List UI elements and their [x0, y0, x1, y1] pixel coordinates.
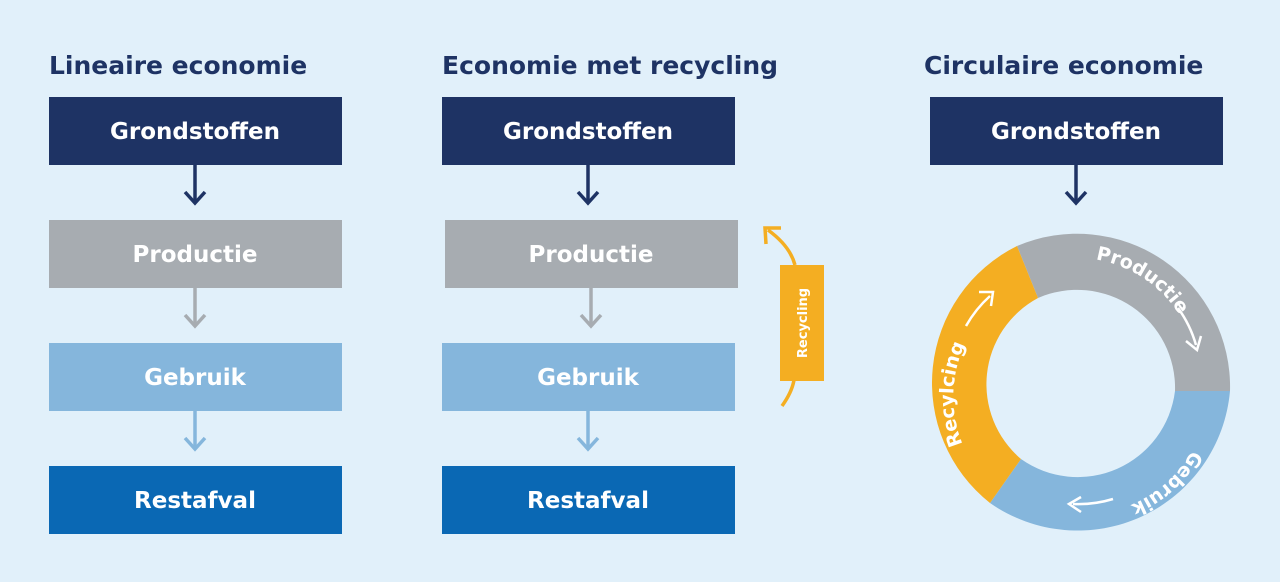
curved-arrow-icon	[1176, 307, 1203, 353]
gebruik-box	[442, 343, 735, 411]
grondstoffen-box	[930, 97, 1223, 165]
curved-arrow-icon	[1066, 495, 1114, 514]
productie-label: Productie	[529, 242, 654, 268]
grondstoffen-label: Grondstoffen	[991, 119, 1161, 145]
recycling-loop-label: Recycling	[796, 288, 811, 358]
recycling-loop: Recycling	[763, 226, 824, 408]
circular-ring: Productie Gebruik Recylcing	[931, 233, 1231, 531]
recycling-step-grondstoffen: Grondstoffen	[442, 97, 735, 165]
gebruik-label: Gebruik	[537, 365, 640, 391]
restafval-box	[49, 466, 342, 534]
arrow-down-icon	[1064, 165, 1088, 206]
productie-box	[49, 220, 342, 288]
restafval-box	[442, 466, 735, 534]
gebruik-box	[49, 343, 342, 411]
restafval-label: Restafval	[134, 488, 256, 514]
recycling-step-gebruik: Gebruik	[442, 343, 735, 411]
arrow-down-icon	[576, 165, 600, 206]
linear-step-restafval: Restafval	[49, 466, 342, 534]
arrow-down-icon	[576, 411, 600, 452]
grondstoffen-label: Grondstoffen	[110, 119, 280, 145]
recycling-economy-title: Economie met recycling	[442, 51, 778, 80]
linear-economy-title: Lineaire economie	[49, 51, 307, 80]
recycling-step-productie: Productie	[445, 220, 738, 288]
recycling-step-restafval: Restafval	[442, 466, 735, 534]
linear-step-gebruik: Gebruik	[49, 343, 342, 411]
linear-economy-column: Lineaire economie Grondstoffen Productie…	[49, 51, 342, 534]
linear-step-grondstoffen: Grondstoffen	[49, 97, 342, 165]
arrow-down-icon	[579, 288, 603, 329]
circular-step-grondstoffen: Grondstoffen	[930, 97, 1223, 165]
arrow-down-icon	[183, 165, 207, 206]
ring-segment-productie	[1017, 233, 1231, 391]
curved-arrow-icon	[964, 290, 995, 327]
grondstoffen-box	[49, 97, 342, 165]
productie-box	[445, 220, 738, 288]
recycling-economy-column: Economie met recycling Grondstoffen Prod…	[442, 51, 824, 534]
arrow-down-icon	[183, 411, 207, 452]
linear-step-productie: Productie	[49, 220, 342, 288]
restafval-label: Restafval	[527, 488, 649, 514]
ring-segment-recycling	[931, 246, 1038, 503]
arrow-down-icon	[183, 288, 207, 329]
curved-arrow-icon	[780, 379, 796, 408]
productie-label: Productie	[133, 242, 258, 268]
circular-economy-title: Circulaire economie	[924, 51, 1203, 80]
gebruik-label: Gebruik	[144, 365, 247, 391]
curved-arrow-icon	[766, 228, 797, 266]
grondstoffen-box	[442, 97, 735, 165]
ring-segment-gebruik	[990, 391, 1230, 531]
recycling-loop-tag	[780, 265, 824, 381]
grondstoffen-label: Grondstoffen	[503, 119, 673, 145]
circular-economy-column: Circulaire economie Grondstoffen Product…	[924, 51, 1231, 531]
